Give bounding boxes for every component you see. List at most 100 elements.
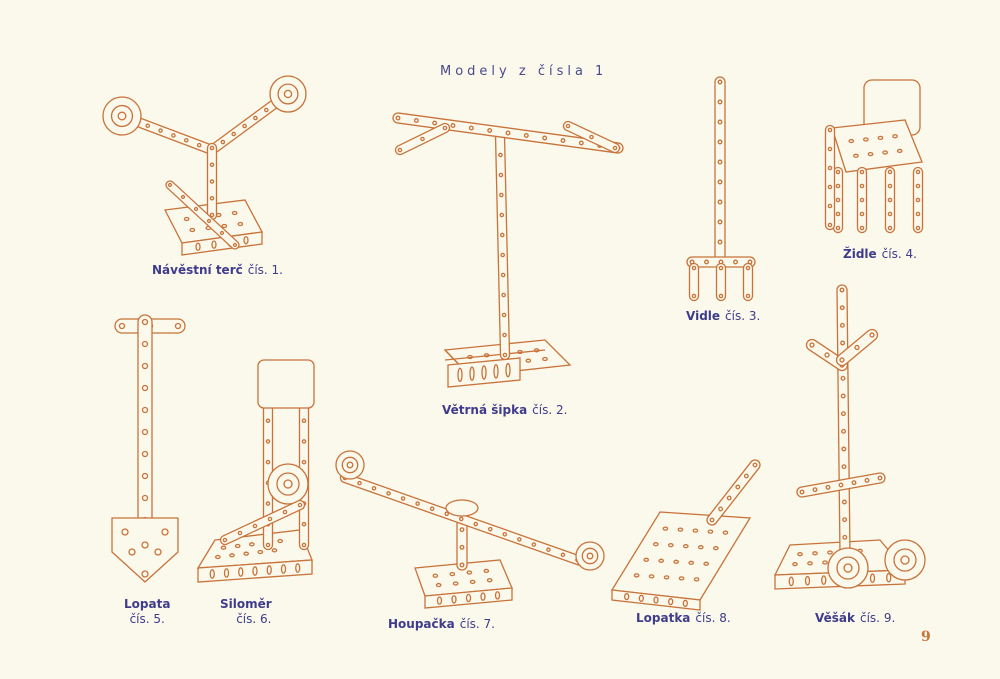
strip-hole [301, 459, 307, 465]
pivot-plate [445, 499, 479, 517]
strip-hole [589, 134, 594, 140]
model-9-hanger [773, 284, 926, 590]
strip-hole [209, 179, 215, 184]
model-name: Věšák [815, 611, 855, 625]
model-number: čís. 4. [881, 247, 917, 261]
plate-hole [231, 210, 238, 216]
plate-hole [633, 573, 640, 578]
plate-hole [678, 576, 685, 581]
flange-slot [243, 235, 249, 245]
strip-hole [839, 287, 845, 293]
strip-outline [394, 122, 451, 156]
wheel-ring [836, 556, 860, 580]
strip-hole [835, 225, 841, 231]
plate-hole [877, 135, 884, 141]
strip-hole [141, 494, 149, 502]
plate-hole [643, 557, 650, 562]
strip-hole [400, 496, 406, 501]
strip-hole [232, 242, 238, 248]
strip-hole [887, 197, 893, 203]
plate-hole [277, 538, 284, 544]
strip-hole [859, 183, 865, 189]
strip-outline [494, 129, 511, 361]
strip-hole [237, 530, 243, 536]
strip-hole [835, 211, 841, 217]
model-number: čís. 3. [725, 309, 761, 323]
strip-hole [301, 439, 307, 444]
strip-hole [718, 265, 724, 271]
strip-hole [141, 318, 149, 326]
plate-hole [486, 578, 493, 583]
strip-hole [745, 265, 751, 271]
strip-hole [839, 322, 845, 328]
wheel-hub [843, 563, 853, 573]
flange-slot [211, 240, 217, 249]
flange-slot [223, 568, 230, 578]
flange-slot [451, 595, 457, 604]
plate-flange [424, 587, 513, 609]
flange-slot [436, 596, 443, 605]
page-title: Modely z čísla 1 [440, 64, 608, 79]
strip-hole [835, 197, 841, 203]
wheel-ring [277, 83, 299, 105]
flange-slot [804, 575, 811, 586]
flange-slot [494, 591, 501, 600]
strip-hole [915, 183, 921, 189]
strip-hole [468, 125, 474, 131]
flange-slot [469, 366, 475, 381]
wheel-hub [346, 461, 354, 469]
strip-hole [267, 516, 273, 522]
strip-hole [841, 499, 847, 505]
model-name: Siloměr [220, 597, 272, 611]
strip-hole [827, 222, 833, 228]
plate-hole [703, 561, 710, 566]
model-number: čís. 1. [247, 263, 283, 277]
strip-hole [196, 142, 202, 148]
strip-hole [546, 547, 551, 552]
wheel-hub [900, 555, 910, 565]
strip-hole [141, 362, 149, 370]
strip-hole [841, 428, 847, 434]
strip-hole [752, 462, 758, 468]
blade-hole [154, 548, 162, 556]
plate-flange [197, 559, 313, 583]
strip-outline [688, 262, 700, 302]
strip-hole [220, 139, 226, 145]
perforated-strip [884, 166, 896, 234]
flange-slot [638, 594, 644, 602]
strip-hole [887, 211, 893, 217]
strip-hole [265, 459, 271, 465]
plate-hole [822, 560, 828, 565]
model-6-force-gauge [196, 359, 315, 583]
model-2-wind-arrow [392, 112, 624, 388]
strip-hole [915, 169, 921, 175]
strip-hole [209, 145, 215, 151]
strip-hole [141, 406, 149, 414]
flange-slot [821, 575, 827, 585]
plate-hole [663, 575, 670, 580]
flange-slot [481, 365, 487, 380]
flange-slot [493, 364, 499, 379]
strip-hole [827, 146, 833, 152]
strip-hole [501, 292, 506, 298]
strip-hole [145, 123, 150, 128]
flange-slot [788, 576, 794, 587]
plate-hole [525, 358, 532, 363]
wheel-hub [283, 89, 293, 99]
plate-hole [483, 568, 490, 574]
perforated-strip [714, 76, 726, 268]
strip-outline [339, 472, 598, 571]
perforated-strip [137, 314, 153, 528]
strip-hole [840, 411, 846, 417]
strip-outline [884, 166, 896, 234]
strip-outline [856, 166, 868, 234]
strip-hole [824, 352, 830, 358]
strip-outline [562, 120, 621, 154]
strip-hole [265, 542, 271, 548]
strip-hole [301, 522, 307, 527]
strip-hole [231, 131, 236, 137]
strip-hole [717, 99, 723, 105]
model-number: čís. 8. [695, 611, 731, 625]
plate-hole [449, 571, 456, 577]
